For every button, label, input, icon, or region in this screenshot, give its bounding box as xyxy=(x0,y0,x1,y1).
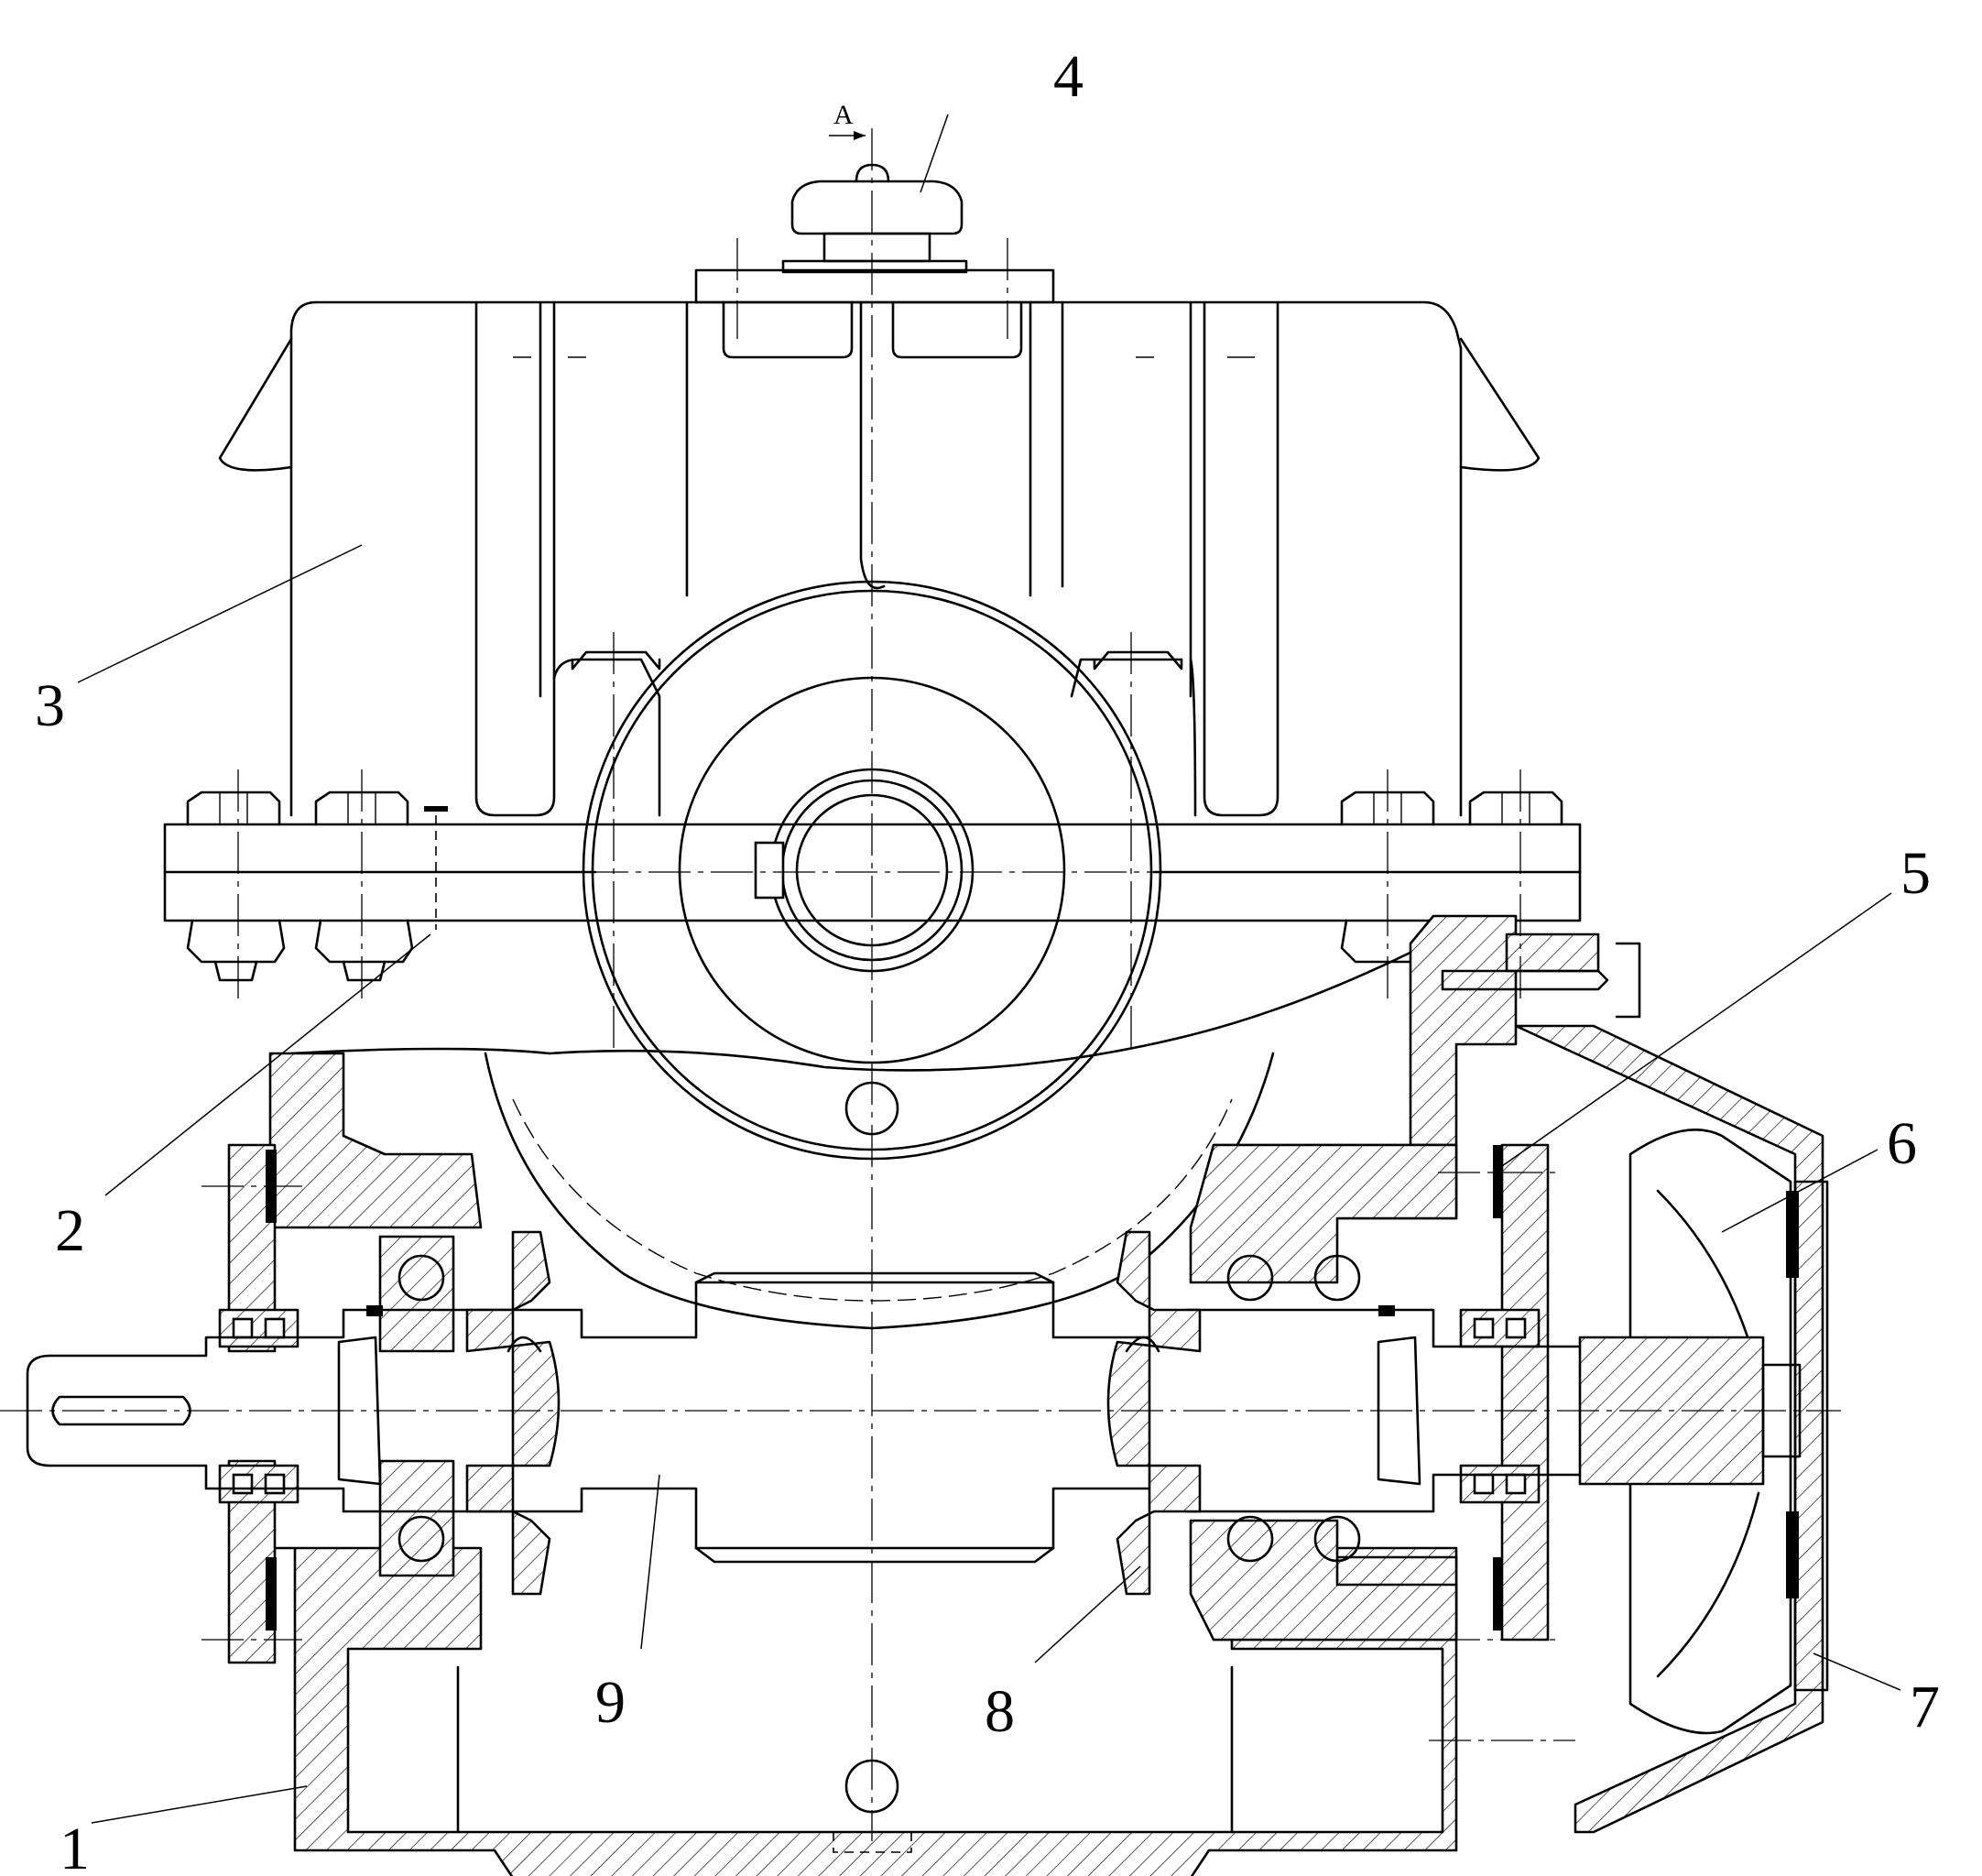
callout-4: 4 xyxy=(1053,43,1084,110)
callout-labels: 3 2 4 5 6 7 8 9 1 xyxy=(35,43,1940,1876)
callout-2: 2 xyxy=(55,1197,85,1264)
flange-bolts xyxy=(186,650,1563,982)
center-lines xyxy=(0,128,1841,1841)
callout-5: 5 xyxy=(1900,840,1931,907)
worm-wheel-bearing-housing xyxy=(484,580,1275,1330)
lower-housing xyxy=(268,914,1518,1876)
callout-3: 3 xyxy=(35,672,65,739)
breather-cap xyxy=(790,163,964,263)
section-marker-a: A xyxy=(829,100,866,140)
callout-7: 7 xyxy=(1910,1674,1940,1740)
callout-1: 1 xyxy=(60,1816,90,1876)
callout-9: 9 xyxy=(595,1669,626,1736)
break-line xyxy=(289,942,1431,1072)
fan-cover xyxy=(1441,933,1829,1834)
fan-impeller xyxy=(1578,1129,1802,1735)
callout-8: 8 xyxy=(985,1678,1015,1745)
callout-6: 6 xyxy=(1887,1110,1917,1177)
leader-lines xyxy=(77,114,1901,1824)
upper-housing xyxy=(218,259,1541,817)
worm-shaft xyxy=(26,1230,1716,1596)
section-label: A xyxy=(833,100,854,130)
right-bearing-end xyxy=(1189,1143,1550,1642)
